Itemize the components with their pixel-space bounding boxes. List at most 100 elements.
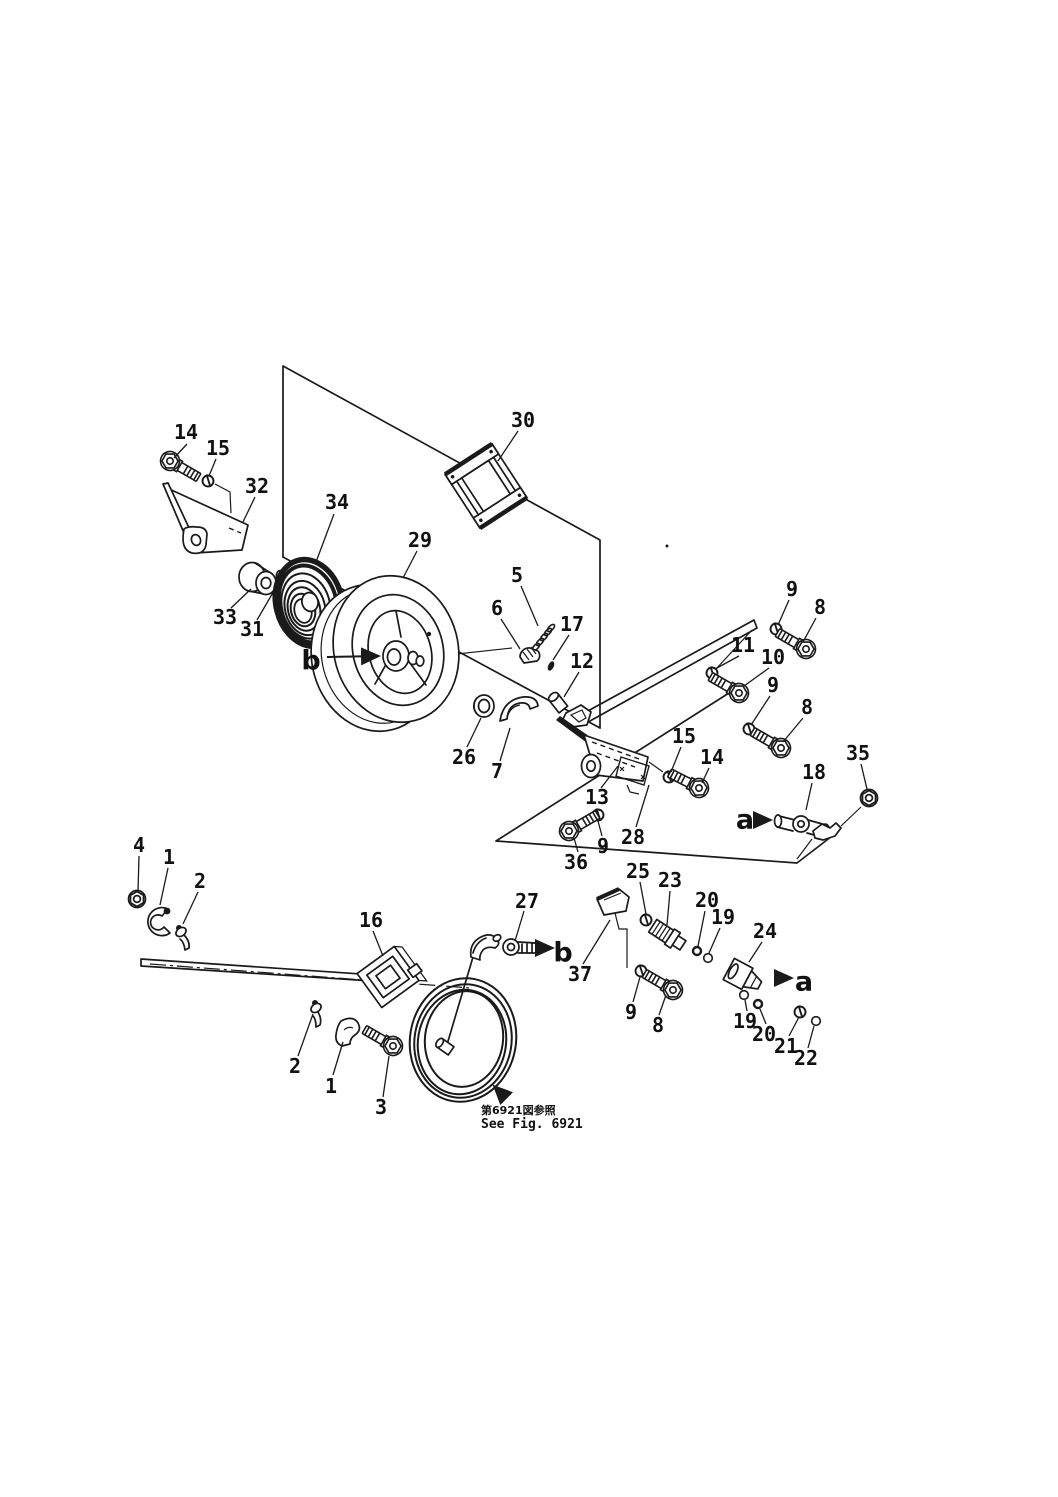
view-marker-labels: b a b a: [301, 646, 813, 998]
spring-5: [531, 623, 556, 652]
reel-pulley-29: [310, 544, 669, 733]
part-number-label: 19: [711, 905, 735, 929]
part-number-label: 32: [245, 474, 269, 498]
leader-lines: [137, 430, 868, 1098]
bracket-37: [596, 887, 630, 968]
part-number-label: 31: [240, 617, 264, 641]
part-number-label: 37: [568, 962, 592, 986]
bolt-14-upper-left: [156, 447, 205, 487]
part-number-label: 1: [325, 1074, 337, 1098]
see-fig-arrow: [492, 1084, 514, 1106]
view-marker-label: a: [795, 967, 813, 998]
part-number-label: 2: [289, 1054, 301, 1078]
part-number-label: 26: [452, 745, 476, 769]
shim-28: [615, 756, 650, 795]
part-number-label: 9: [767, 673, 779, 697]
part-number-label: 9: [597, 834, 609, 858]
washer-22: [810, 1015, 822, 1027]
bushing-26: [473, 694, 495, 718]
bolt-36: [555, 805, 604, 845]
part-number-label: 13: [585, 785, 609, 809]
lever-bracket-13: [556, 704, 650, 795]
part-number-label: 36: [564, 850, 588, 874]
rod-clamp-16: [356, 945, 428, 1009]
view-arrows: [326, 647, 794, 1106]
part-number-label: 30: [511, 408, 535, 432]
pin-12: [547, 691, 569, 714]
part-number-label: 9: [625, 1000, 637, 1024]
part-number-label: 10: [761, 645, 785, 669]
fitting-18: [773, 806, 862, 860]
note-see-fig: See Fig. 6921: [481, 1117, 583, 1132]
washer-15-upper-left: [201, 473, 215, 488]
elbow-24: [722, 957, 763, 991]
part-number-label: 19: [733, 1009, 757, 1033]
part-number-label: 1: [163, 845, 175, 869]
part-number-label: 25: [626, 859, 650, 883]
part-number-label: 11: [731, 633, 755, 657]
wedge-6: [519, 646, 541, 664]
part-number-label: 20: [752, 1022, 776, 1046]
connector-bolt-27: [502, 938, 537, 956]
part-number-label: 34: [325, 490, 349, 514]
nut-4: [127, 889, 147, 909]
part-number-label: 27: [515, 889, 539, 913]
mounting-bracket-30: [443, 442, 529, 530]
clip-2: [175, 925, 190, 951]
hose-elbow-27: [469, 933, 502, 961]
bolt-10: [704, 667, 753, 707]
part-number-label: 16: [359, 908, 383, 932]
washer-21: [793, 1004, 807, 1019]
part-number-label: 2: [194, 869, 206, 893]
part-number-label: 14: [174, 420, 198, 444]
view-marker-label: b: [553, 938, 572, 969]
hose-coil: [408, 977, 518, 1103]
part-number-label: 17: [560, 612, 584, 636]
part-number-label: 35: [846, 741, 870, 765]
part-number-label: 22: [794, 1046, 818, 1070]
part-number-label: 4: [133, 833, 145, 857]
oring-19-lower: [738, 989, 750, 1001]
hose-line: [445, 956, 474, 1049]
bolt-8-c: [746, 722, 795, 762]
washer-20: [691, 945, 703, 957]
pin-17: [547, 661, 555, 671]
view-marker-label: b: [301, 646, 320, 677]
fitting-23: [647, 918, 687, 951]
part-number-label: 21: [774, 1034, 798, 1058]
part-number-label: 12: [570, 649, 594, 673]
bolt-8-lower: [638, 964, 687, 1004]
clip-2-lower: [310, 1000, 322, 1028]
part-number-label: 9: [786, 577, 798, 601]
view-marker-label: a: [736, 805, 754, 836]
hub-33: [238, 561, 277, 596]
part-number-label: 20: [695, 888, 719, 912]
part-number-label: 8: [814, 595, 826, 619]
clip-1: [147, 906, 171, 937]
part-number-label: 18: [802, 760, 826, 784]
oring-19: [702, 952, 714, 964]
part-number-label: 33: [213, 605, 237, 629]
part-number-label: 3: [375, 1095, 387, 1119]
bracket-arm-32: [162, 482, 249, 555]
part-number-label: 15: [672, 724, 696, 748]
part-number-label: 29: [408, 528, 432, 552]
nut-35: [859, 788, 879, 808]
bolt-3: [358, 1020, 407, 1060]
part-number-label: 15: [206, 436, 230, 460]
part-number-label: 28: [621, 825, 645, 849]
part-number-label: 14: [700, 745, 724, 769]
half-shell-7: [499, 696, 539, 722]
part-number-label: 24: [753, 919, 777, 943]
note-japanese: 第6921図参照: [481, 1103, 556, 1117]
part-number-label: 7: [491, 759, 503, 783]
control-rod-upper: [585, 619, 758, 722]
part-number-label: 8: [801, 695, 813, 719]
part-number-label: 6: [491, 596, 503, 620]
washer-25: [639, 912, 653, 927]
part-number-label: 23: [658, 868, 682, 892]
part-number-label: 8: [652, 1013, 664, 1037]
